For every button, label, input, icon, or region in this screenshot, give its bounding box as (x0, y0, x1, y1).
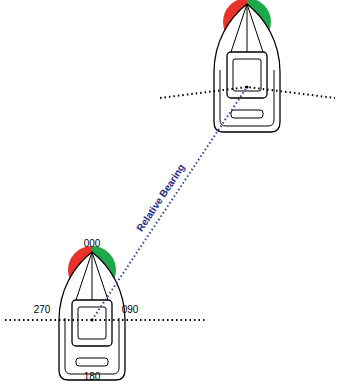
bearing-mark: 090 (122, 305, 139, 315)
bearing-mark: 000 (84, 239, 101, 249)
bearing-mark: 180 (84, 372, 101, 382)
bearing-label: Relative Bearing (135, 162, 188, 234)
bearing-mark: 270 (34, 305, 51, 315)
target-boat (214, 0, 280, 132)
beam-line (160, 87, 335, 98)
own-boat (59, 246, 125, 380)
beam-line (5, 319, 205, 321)
bearing-line (92, 87, 247, 320)
